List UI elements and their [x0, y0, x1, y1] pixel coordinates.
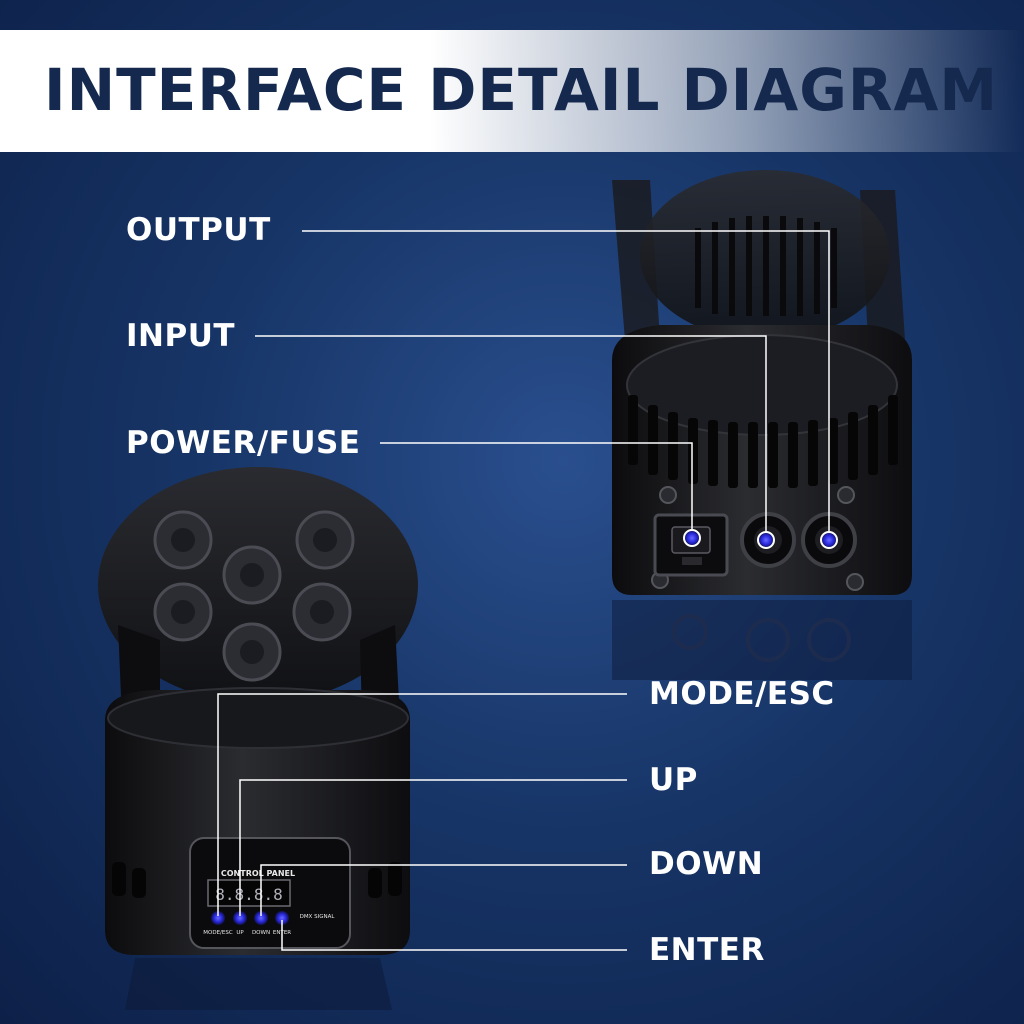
panel-button-label: UP — [236, 930, 244, 936]
panel-button-label: MODE/ESC — [203, 930, 233, 936]
up-button[interactable] — [233, 911, 247, 925]
output-label: OUTPUT — [126, 212, 271, 248]
panel-button-label: DOWN — [252, 930, 270, 936]
page-title: INTERFACE DETAIL DIAGRAM — [44, 56, 999, 124]
title-banner — [0, 30, 1024, 152]
rear-head-grille — [695, 216, 837, 316]
dmx-signal-label: DMX SIGNAL — [300, 914, 336, 920]
rear-yoke-left — [612, 180, 660, 340]
mode-esc-label: MODE/ESC — [649, 676, 835, 712]
up-label: UP — [649, 762, 698, 798]
enter-button[interactable] — [275, 911, 289, 925]
callout-lines — [217, 230, 830, 951]
rear-vent-fins — [628, 395, 898, 488]
front-side-vents — [112, 862, 402, 898]
mode-esc-button[interactable] — [211, 911, 225, 925]
down-callout-line — [260, 864, 627, 916]
input-callout-line — [255, 335, 767, 538]
control-panel-heading: CONTROL PANEL — [221, 869, 295, 878]
led-display-digits: 8.8.8.8 — [215, 885, 282, 904]
up-callout-line — [239, 779, 627, 916]
down-button[interactable] — [254, 911, 268, 925]
input-dot — [757, 531, 775, 549]
enter-callout-line — [281, 920, 627, 951]
rear-unit — [612, 170, 912, 680]
connector-pointer-dots — [683, 529, 838, 549]
output-callout-line — [302, 230, 830, 538]
power-fuse-label: POWER/FUSE — [126, 425, 361, 461]
front-unit: CONTROL PANEL 8.8.8.8 DMX SIGNAL MODE/ES… — [98, 467, 418, 1010]
input-label: INPUT — [126, 318, 236, 354]
mode-esc-callout-line — [217, 693, 627, 916]
down-label: DOWN — [649, 846, 764, 882]
power-fuse-dot — [683, 529, 701, 547]
rear-reflection — [612, 600, 912, 680]
front-reflection — [125, 958, 392, 1010]
led-display — [207, 879, 291, 907]
power-fuse-callout-line — [380, 442, 693, 538]
enter-label: ENTER — [649, 932, 765, 968]
output-dot — [820, 531, 838, 549]
